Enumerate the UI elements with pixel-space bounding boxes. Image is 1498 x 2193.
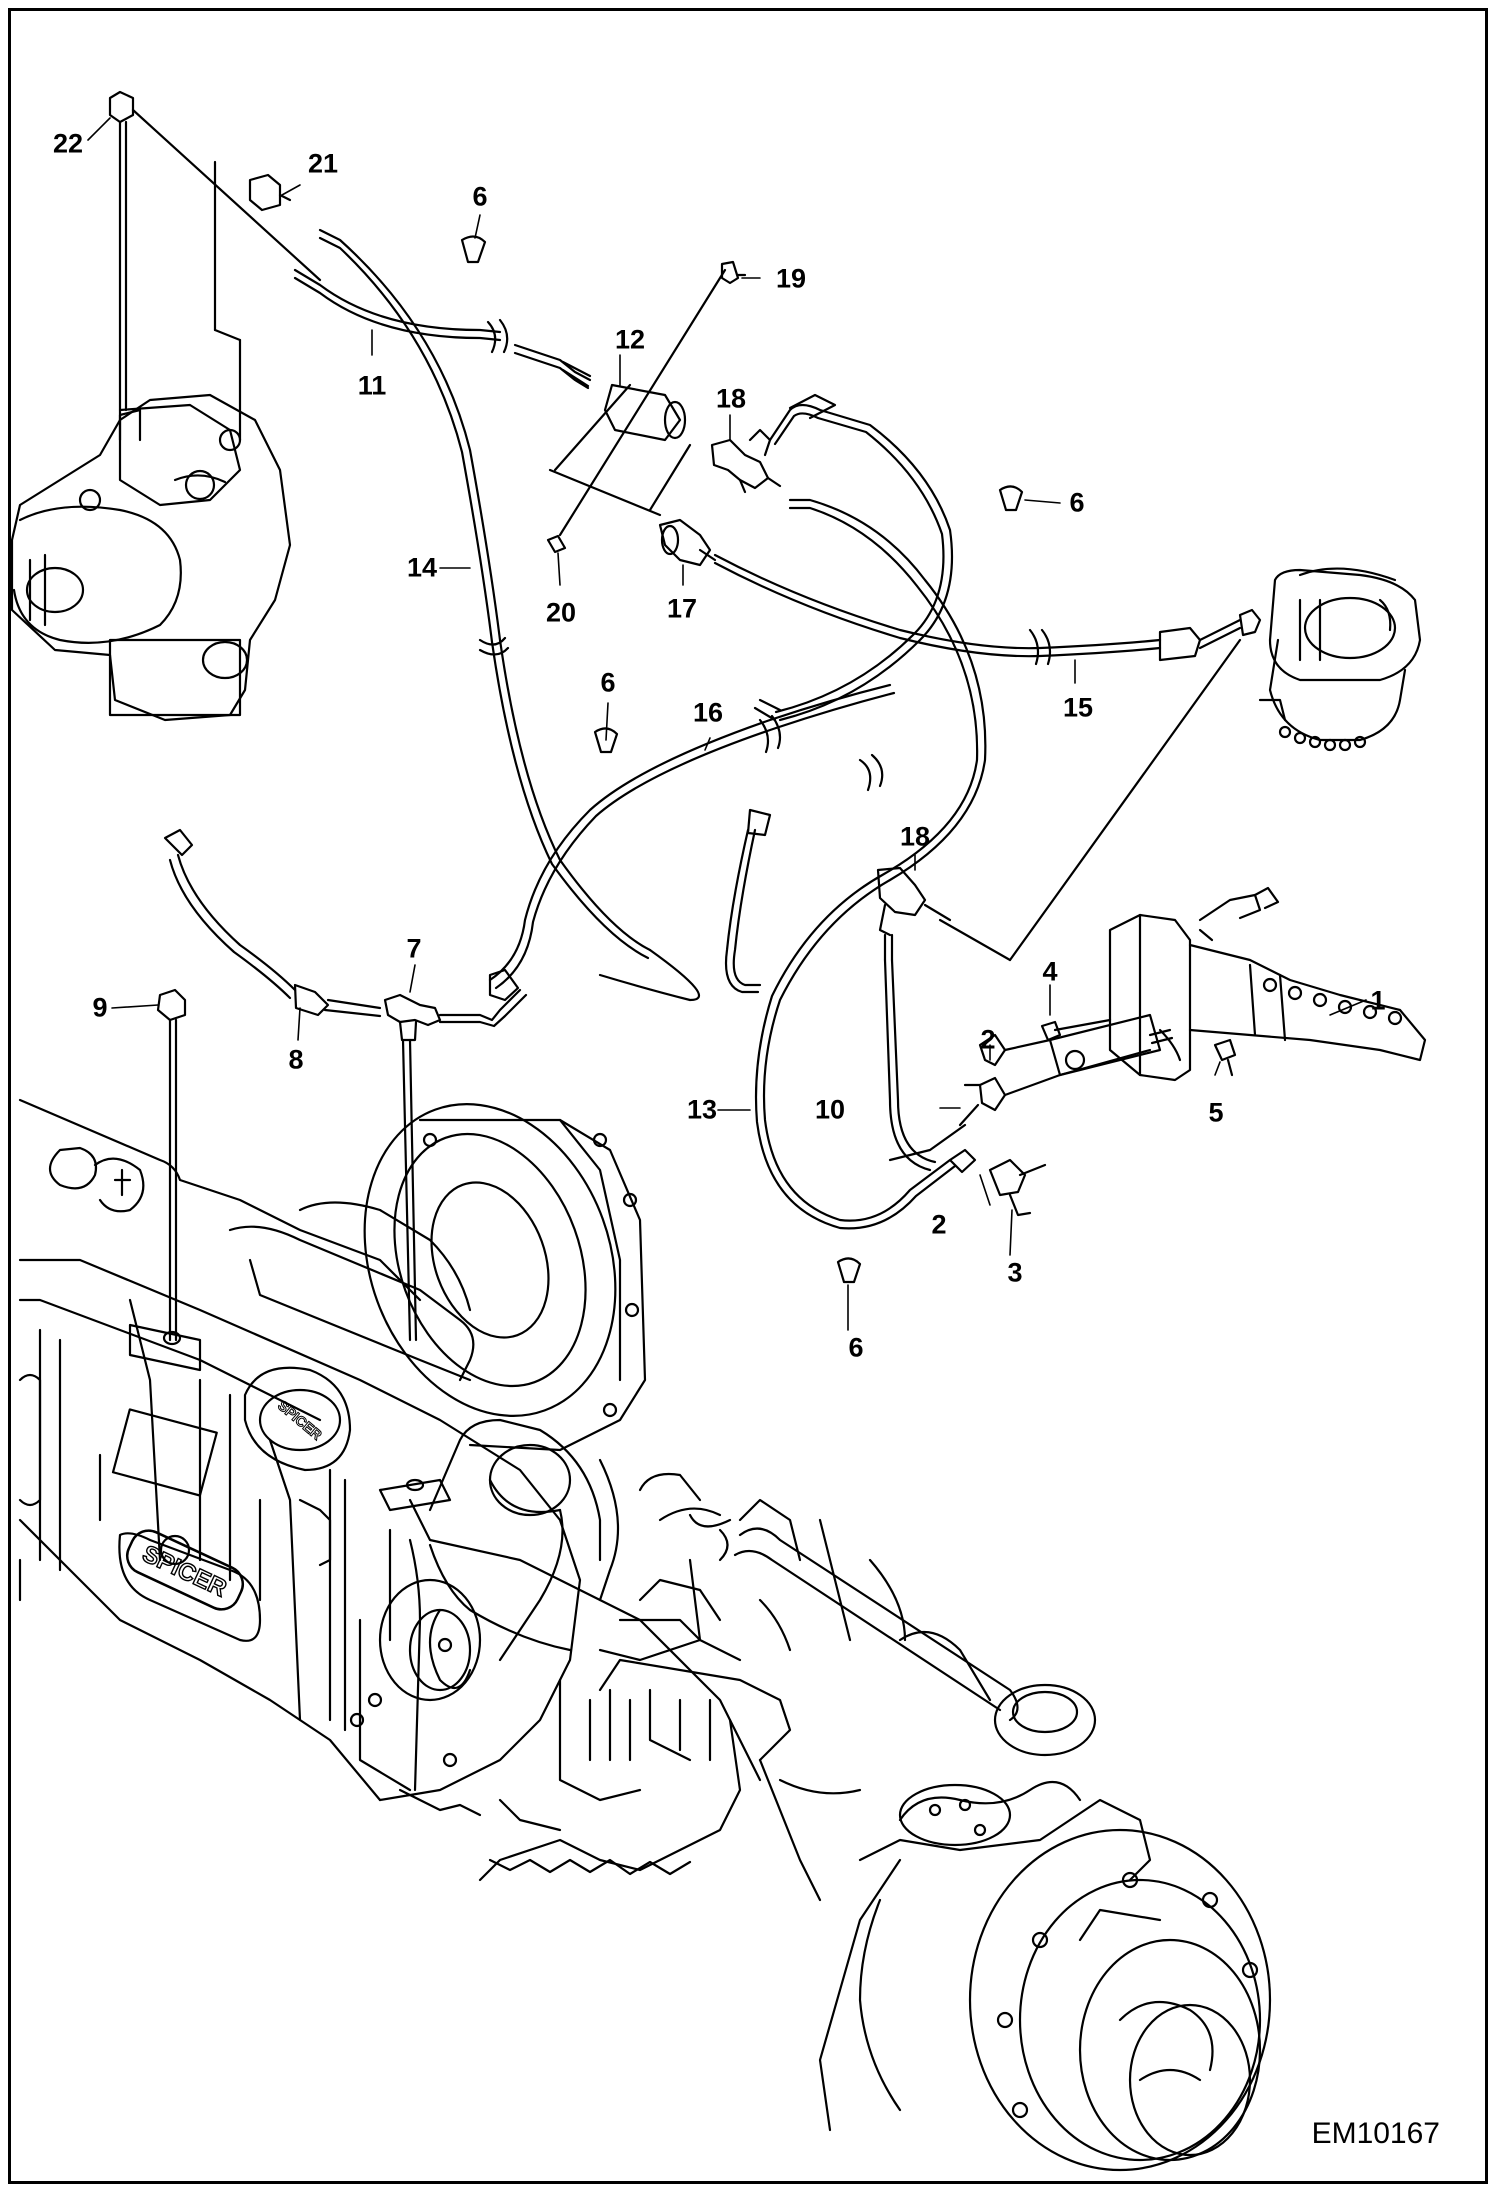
- steering-valve: [1258, 567, 1422, 752]
- fitting-12: [603, 383, 687, 442]
- hose-11: [293, 268, 592, 390]
- callout-2: 2: [980, 1024, 996, 1055]
- fitting-9: [156, 988, 187, 1342]
- callout-10: 10: [814, 1094, 846, 1125]
- callout-19: 19: [775, 263, 807, 294]
- hydraulic-pump: [10, 393, 292, 722]
- fitting-22: [108, 90, 135, 412]
- callout-20: 20: [545, 597, 577, 628]
- bolt-4: [1040, 1018, 1112, 1042]
- fitting-21: [248, 173, 292, 212]
- callout-9: 9: [92, 992, 108, 1023]
- callout-4: 4: [1042, 956, 1058, 987]
- clamp-20: [546, 534, 567, 554]
- clamp-6-d: [836, 1257, 862, 1284]
- callout-21: 21: [307, 148, 339, 179]
- figure-id: EM10167: [1311, 2117, 1440, 2150]
- drive-axle: [18, 1098, 992, 1882]
- callout-6: 6: [472, 181, 488, 212]
- callout-2: 2: [931, 1209, 947, 1240]
- valve-bracket: [1048, 886, 1427, 1082]
- axle-housing-details: [18, 1373, 453, 1732]
- bolt-19: [720, 260, 740, 285]
- leader-lines: [87, 117, 1367, 1331]
- callout-17: 17: [666, 593, 698, 624]
- clamp-6-b: [998, 485, 1024, 512]
- callout-5: 5: [1208, 1097, 1224, 1128]
- callout-22: 22: [52, 128, 84, 159]
- hose-14: [318, 228, 701, 1002]
- callout-6: 6: [1069, 487, 1085, 518]
- tie-rod: [638, 1472, 1097, 1757]
- tee-18-upper: [710, 428, 782, 494]
- callout-8: 8: [288, 1044, 304, 1075]
- callout-11: 11: [357, 370, 387, 401]
- fitting-17: [658, 518, 717, 567]
- hose-16-upper: [753, 393, 954, 722]
- hose-13: [754, 498, 987, 1230]
- hose-10-and-tee-18: [724, 808, 952, 1172]
- callout-12: 12: [614, 324, 646, 355]
- callout-6: 6: [848, 1332, 864, 1363]
- callout-16: 16: [692, 697, 724, 728]
- bolt-5: [1213, 1038, 1237, 1077]
- callout-14: 14: [406, 552, 438, 583]
- callout-13: 13: [686, 1094, 718, 1125]
- callout-1: 1: [1370, 985, 1386, 1016]
- clamp-6-c: [593, 727, 619, 754]
- callout-18: 18: [715, 383, 747, 414]
- hose-8: [163, 828, 382, 1018]
- callout-6: 6: [600, 667, 616, 698]
- clamp-6-a: [460, 235, 487, 264]
- hose-16: [488, 683, 896, 1002]
- hose-15: [713, 553, 1262, 666]
- diagram-frame: [8, 8, 1488, 2184]
- callout-7: 7: [406, 933, 422, 964]
- fittings-2-3: [888, 1033, 1062, 1217]
- callout-18: 18: [899, 821, 931, 852]
- wheel-hub: [758, 1758, 1272, 2172]
- callout-3: 3: [1007, 1257, 1023, 1288]
- callout-15: 15: [1062, 692, 1094, 723]
